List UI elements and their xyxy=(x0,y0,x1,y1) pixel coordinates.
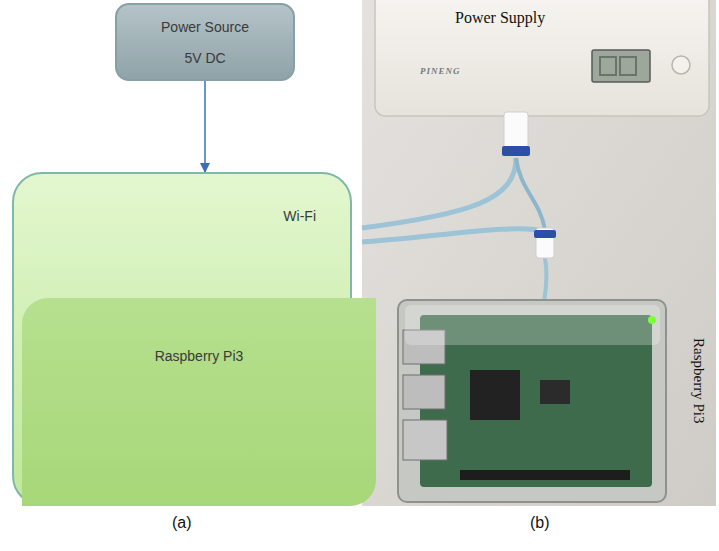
power-source-box: Power Source 5V DC xyxy=(115,3,295,81)
node-text: Wi-Fi xyxy=(283,208,316,224)
power-bank xyxy=(375,0,709,116)
flow-arrow xyxy=(204,81,206,172)
raspberry-pi-box: Raspberry Pi3 xyxy=(22,298,376,506)
bank-button xyxy=(672,56,690,74)
usb-cable xyxy=(362,158,516,228)
photo-label: Power Supply xyxy=(455,9,545,27)
panel-label: (b) xyxy=(530,514,550,532)
node-text: Raspberry Pi3 xyxy=(22,348,376,364)
node-text: 5V DC xyxy=(184,50,225,66)
micro-usb-band xyxy=(534,230,556,238)
chip xyxy=(540,380,570,404)
usb-cable xyxy=(362,229,545,242)
bank-display xyxy=(592,50,650,82)
display-digit xyxy=(600,57,616,75)
ethernet-port xyxy=(403,420,447,460)
status-led xyxy=(648,316,656,324)
chip xyxy=(470,370,520,420)
node-text: Power Source xyxy=(161,19,249,35)
usb-cable xyxy=(516,158,545,230)
usb-cable xyxy=(544,258,547,302)
wifi-module-box: Wi-FiRaspberry Pi3 xyxy=(12,172,352,506)
case-reflection xyxy=(405,305,660,345)
panel-label: (a) xyxy=(172,514,192,532)
usb-plug-band xyxy=(502,146,530,156)
display-digit xyxy=(620,57,636,75)
photo-label: Raspberry Pi3 xyxy=(690,338,707,423)
gpio-header xyxy=(460,470,630,480)
brand-text: PINENG xyxy=(420,66,461,76)
usb-port xyxy=(403,375,445,409)
pi-case xyxy=(398,300,666,502)
